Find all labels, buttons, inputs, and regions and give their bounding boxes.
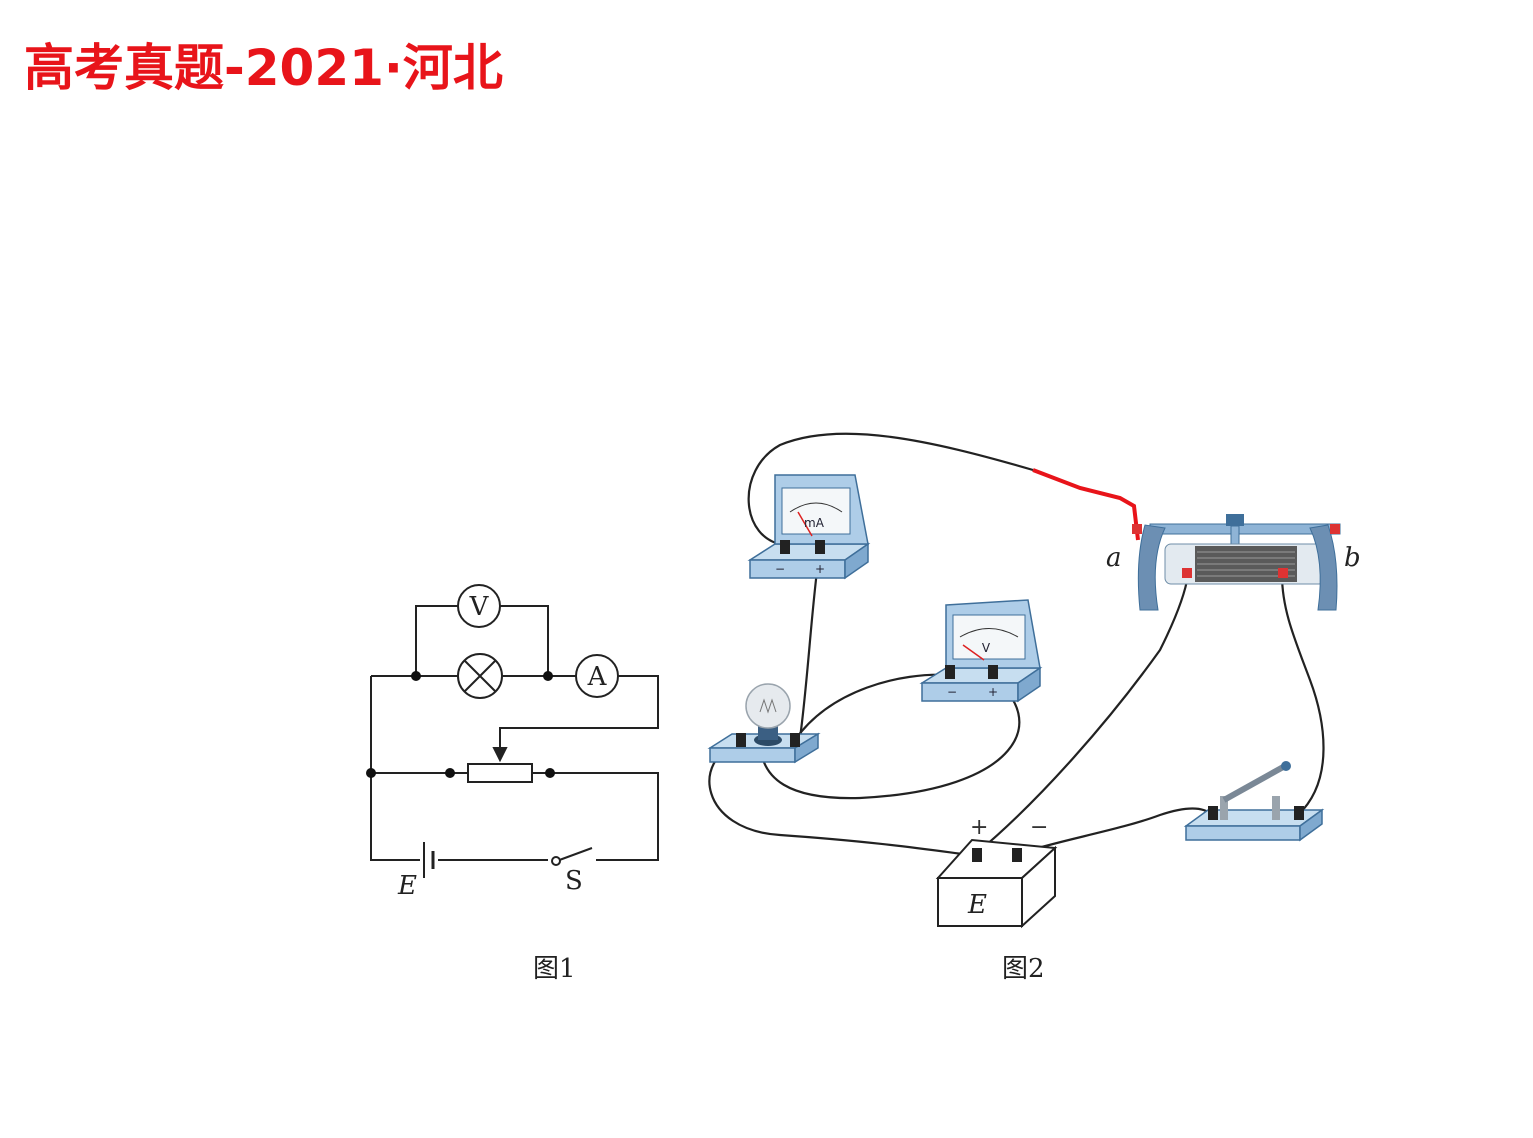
fig1-junction-dots — [366, 671, 555, 778]
battery-minus-sign: − — [1030, 815, 1048, 840]
lamp — [707, 683, 821, 764]
voltmeter-plus: + — [988, 685, 998, 699]
fig1-ammeter-label: A — [587, 662, 608, 692]
fig1-ammeter-symbol — [575, 654, 619, 698]
fig1-battery-label: E — [397, 871, 417, 901]
wire-battery-plus-to-rheostat — [977, 574, 1190, 853]
wire-lamp-to-battery-plus — [708, 740, 979, 858]
figure1-schematic — [370, 584, 659, 878]
wire-ma-to-a — [747, 432, 1034, 547]
rheostat-end-b: b — [1344, 543, 1361, 573]
wire-vplus-to-lamp — [758, 677, 1021, 800]
fig1-voltmeter-symbol — [457, 584, 501, 628]
milliammeter — [747, 474, 871, 580]
red-annotation-wire — [1032, 468, 1140, 541]
battery-plus-sign: + — [970, 815, 988, 840]
fig1-lamp-cross — [463, 659, 497, 693]
milliammeter-unit: mA — [804, 516, 825, 530]
wire-switch-to-rheostat — [1280, 574, 1325, 816]
fig1-switch-label: S — [565, 866, 583, 896]
fig1-switch-pivot — [551, 856, 561, 866]
fig1-loop-wire — [370, 676, 659, 863]
milliammeter-minus: − — [775, 562, 785, 576]
figure1-caption: 图1 — [533, 954, 576, 984]
battery-label: E — [967, 890, 987, 920]
battery-box — [935, 838, 1058, 929]
wire-lamp-to-vminus — [794, 673, 951, 741]
rheostat-end-a: a — [1106, 543, 1122, 573]
rheostat — [1132, 514, 1341, 611]
fig1-slider-arrow — [492, 747, 508, 763]
knife-switch — [1183, 761, 1325, 842]
voltmeter — [919, 599, 1043, 703]
figure2-caption: 图2 — [1002, 954, 1045, 984]
voltmeter-unit: V — [982, 641, 991, 655]
fig1-rheostat-body — [467, 763, 533, 783]
fig1-voltmeter-wire — [415, 605, 549, 675]
fig1-voltmeter-label: V — [469, 592, 490, 622]
milliammeter-plus: + — [815, 562, 825, 576]
wire-battery-minus-to-switch — [1017, 807, 1213, 856]
figure2-wires — [708, 432, 1325, 858]
voltmeter-minus: − — [947, 685, 957, 699]
page-title: 高考真题-2021·河北 — [24, 39, 503, 97]
